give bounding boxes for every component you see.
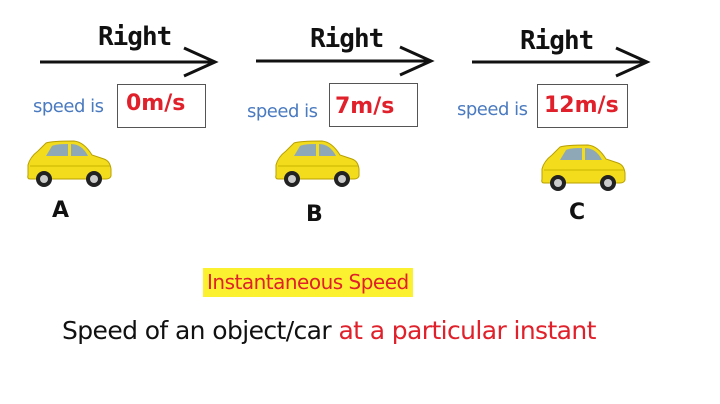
car-icon bbox=[27, 140, 112, 187]
speed-box: 7m/s bbox=[329, 83, 418, 127]
right-arrow-icon bbox=[256, 45, 435, 77]
speed-value: 12m/s bbox=[544, 93, 619, 118]
title-highlight: Instantaneous Speed bbox=[203, 268, 413, 297]
right-arrow-icon bbox=[472, 46, 651, 78]
speed-prefix: speed is bbox=[457, 99, 528, 120]
definition-text: Speed of an object/car at a particular i… bbox=[62, 316, 596, 345]
speed-prefix: speed is bbox=[247, 101, 318, 122]
speed-prefix: speed is bbox=[33, 96, 104, 117]
direction-label: Right bbox=[98, 22, 172, 52]
direction-label: Right bbox=[520, 26, 594, 56]
speed-value: 7m/s bbox=[335, 94, 395, 119]
car-icon bbox=[275, 140, 360, 187]
page-title: Instantaneous Speed bbox=[207, 270, 409, 294]
car-icon bbox=[541, 144, 626, 191]
car-label: B bbox=[306, 202, 323, 227]
panel-a: Right speed is 0m/s A bbox=[0, 0, 240, 240]
car-label: C bbox=[569, 200, 586, 225]
speed-box: 12m/s bbox=[537, 84, 628, 128]
direction-label: Right bbox=[310, 24, 384, 54]
right-arrow-icon bbox=[40, 46, 219, 78]
definition-part-1: Speed of an object/car bbox=[62, 316, 339, 345]
panel-b: Right speed is 7m/s B bbox=[240, 0, 480, 240]
speed-box: 0m/s bbox=[117, 84, 206, 128]
speed-value: 0m/s bbox=[126, 91, 186, 116]
panel-c: Right speed is 12m/s C bbox=[450, 0, 690, 240]
car-label: A bbox=[52, 198, 70, 223]
definition-part-2: at a particular instant bbox=[338, 316, 596, 345]
